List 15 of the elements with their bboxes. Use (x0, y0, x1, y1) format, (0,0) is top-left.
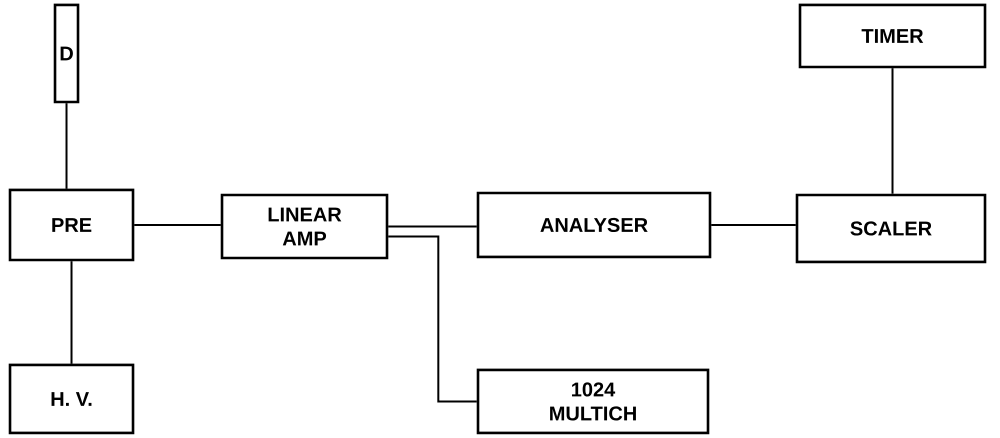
preamp-box: PRE (8, 188, 134, 262)
connector-line (892, 68, 894, 194)
connector-line (70, 261, 73, 364)
timer-box: TIMER (798, 4, 986, 68)
scaler-box: SCALER (796, 194, 986, 264)
connector-line (66, 103, 68, 189)
amplifier-box: LINEAR AMP (220, 194, 388, 260)
connector-line (388, 235, 477, 402)
connector-line (711, 224, 796, 226)
connector-line (388, 226, 477, 228)
multichannel-box: 1024 MULTICH (476, 368, 710, 434)
detector-box: D (54, 4, 80, 104)
analyser-box: ANALYSER (476, 192, 712, 258)
power-supply-box: H. V. (8, 364, 134, 434)
connector-line (134, 224, 221, 226)
